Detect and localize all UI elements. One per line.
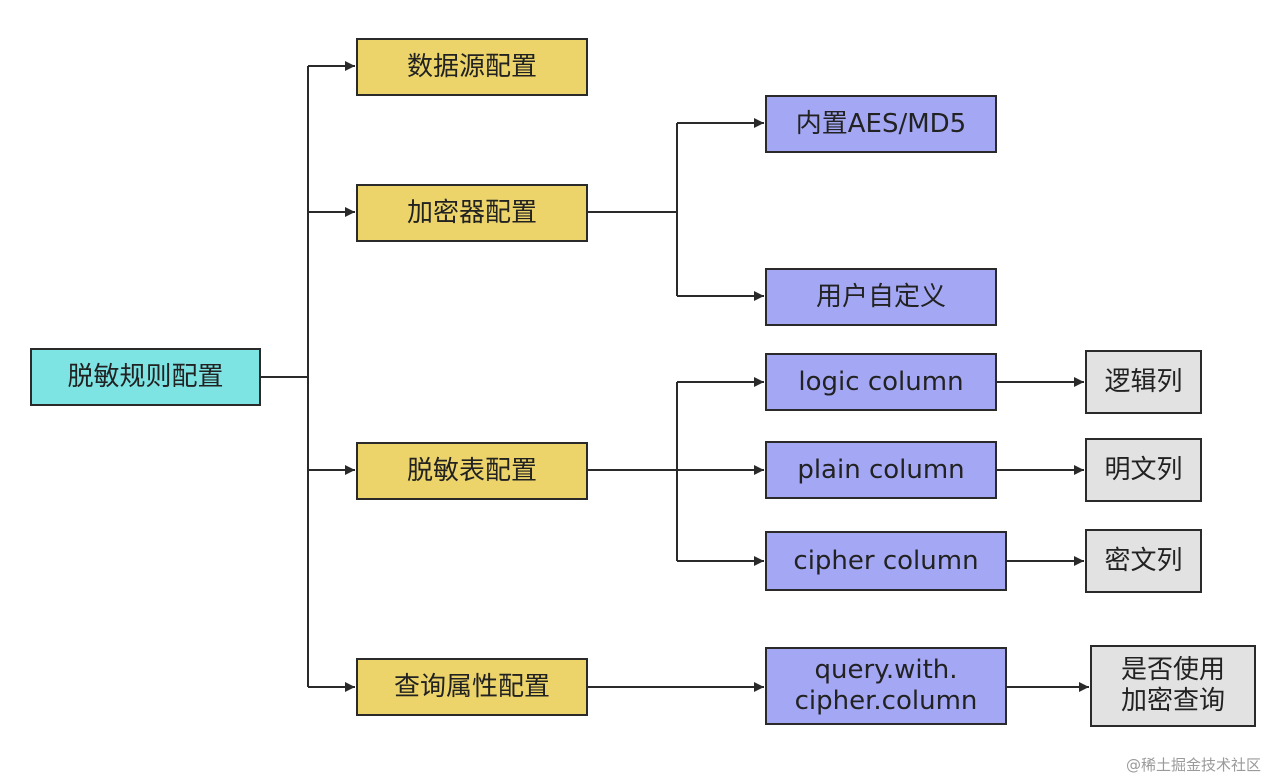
root-label: 脱敏规则配置 (67, 361, 224, 392)
builtin-encryptor-label: 内置AES/MD5 (795, 108, 967, 139)
plain-column-node: plain column (765, 441, 997, 499)
query-property-config-label: 查询属性配置 (393, 671, 550, 702)
builtin-encryptor-node: 内置AES/MD5 (765, 95, 997, 153)
cipher-column-desc-node: 密文列 (1085, 529, 1202, 593)
table-config-node: 脱敏表配置 (356, 442, 588, 500)
cipher-column-label: cipher column (793, 545, 979, 576)
watermark: @稀土掘金技术社区 (1125, 756, 1261, 774)
cipher-column-node: cipher column (765, 531, 1007, 591)
query-property-config-node: 查询属性配置 (356, 658, 588, 716)
query-with-cipher-column-node: query.with. cipher.column (765, 647, 1007, 725)
query-with-cipher-column-label: query.with. cipher.column (794, 655, 978, 716)
datasource-config-label: 数据源配置 (406, 51, 537, 82)
custom-encryptor-label: 用户自定义 (815, 281, 946, 312)
plain-column-label: plain column (797, 454, 965, 485)
logic-column-node: logic column (765, 353, 997, 411)
encryptor-config-node: 加密器配置 (356, 184, 588, 242)
root-node: 脱敏规则配置 (30, 348, 261, 406)
datasource-config-node: 数据源配置 (356, 38, 588, 96)
cipher-column-desc: 密文列 (1104, 545, 1183, 576)
query-desc-node: 是否使用 加密查询 (1090, 645, 1256, 727)
logic-column-label: logic column (798, 366, 964, 397)
logic-column-desc-node: 逻辑列 (1085, 350, 1202, 414)
logic-column-desc: 逻辑列 (1104, 366, 1183, 397)
plain-column-desc: 明文列 (1104, 454, 1183, 485)
query-desc-label: 是否使用 加密查询 (1120, 655, 1225, 716)
plain-column-desc-node: 明文列 (1085, 438, 1202, 502)
table-config-label: 脱敏表配置 (406, 455, 537, 486)
custom-encryptor-node: 用户自定义 (765, 268, 997, 326)
encryptor-config-label: 加密器配置 (406, 197, 537, 228)
